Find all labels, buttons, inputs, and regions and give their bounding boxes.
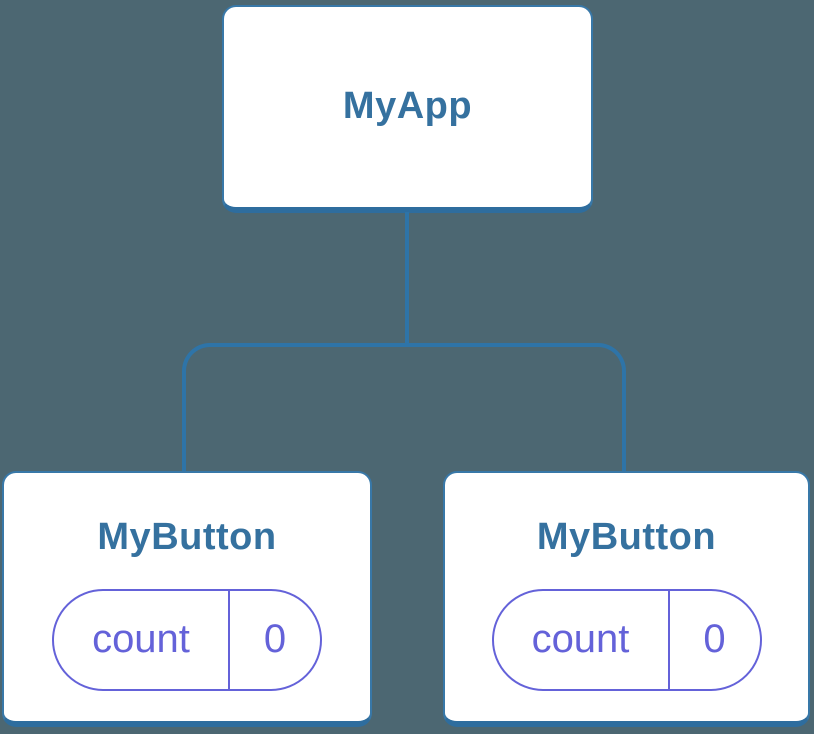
tree-node-myapp: MyApp [222,5,593,213]
state-key-1: count [92,617,190,662]
node-label-mybutton-1: MyButton [97,516,277,559]
connector-branch-bracket [182,343,626,471]
state-key-2: count [531,617,630,662]
state-value-1: 0 [228,590,320,689]
tree-node-mybutton-1: MyButton count 0 [2,471,372,727]
node-label-mybutton-2: MyButton [536,516,717,559]
state-value-2: 0 [667,590,760,689]
tree-node-mybutton-2: MyButton count 0 [443,471,810,727]
connector-root-stem [405,212,409,347]
state-pill-1: count 0 [52,588,322,691]
state-pill-2: count 0 [491,588,762,691]
node-label-myapp: MyApp [342,85,473,128]
